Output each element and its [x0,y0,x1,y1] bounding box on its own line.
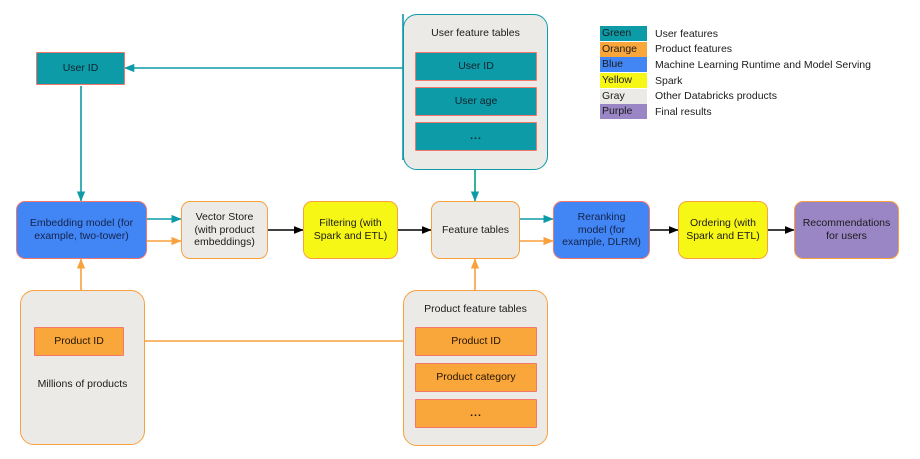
chip-product-feature-product-id[interactable]: Product ID [415,327,537,356]
node-label: Ordering (with Spark and ETL) [681,217,765,243]
legend-row-purple: Purple Final results [600,104,871,120]
chip-label: Product ID [451,335,501,348]
chip-label: ... [470,407,482,420]
node-label-line1: Embedding model (for [29,217,134,230]
node-label-line2: example, two-tower) [34,230,129,242]
chip-label: ... [470,130,482,143]
legend-desc-blue: Machine Learning Runtime and Model Servi… [655,58,871,71]
node-feature-tables[interactable]: Feature tables [431,201,520,259]
node-label-line2: Spark and ETL) [686,230,760,242]
chip-label: User age [454,95,498,108]
legend-row-yellow: Yellow Spark [600,73,871,89]
legend-desc-orange: Product features [655,43,733,56]
node-label-line2: model (for [577,223,626,236]
legend-desc-green: User features [655,27,719,40]
legend-swatch-orange: Orange [600,41,647,57]
node-embedding-model[interactable]: Embedding model (for example, two-tower) [16,201,147,259]
node-label-line3: example, DLRM) [562,236,641,249]
legend-swatch-yellow: Yellow [600,73,647,89]
node-label-line1: Ordering (with [690,217,756,230]
legend: Green User features Orange Product featu… [600,26,871,120]
chip-product-feature-category[interactable]: Product category [415,363,537,392]
node-label: Filtering (with Spark and ETL) [309,217,393,243]
node-recommendations[interactable]: Recommendations for users [794,201,899,259]
legend-swatch-blue: Blue [600,57,647,73]
node-label-line2: Spark and ETL) [313,230,388,242]
legend-row-green: Green User features [600,26,871,42]
node-label: Feature tables [441,223,510,236]
node-label-line1: Filtering (with [319,217,382,230]
panel-millions-of-products [20,290,145,445]
node-label: Reranking model (for example, DLRM) [557,211,646,249]
node-reranking-model[interactable]: Reranking model (for example, DLRM) [553,201,650,259]
chip-user-feature-more[interactable]: ... [415,122,537,151]
chip-product-feature-more[interactable]: ... [415,399,537,428]
wire-userfeature-to-userid [124,14,416,160]
node-filtering[interactable]: Filtering (with Spark and ETL) [303,201,398,259]
node-label: Recommendations for users [798,217,896,243]
node-label-line1: Recommendations [802,217,891,230]
chip-label: User ID [458,60,494,73]
chip-label: Product ID [54,335,104,348]
legend-desc-yellow: Spark [655,74,683,87]
chip-user-id-source[interactable]: User ID [36,52,125,85]
node-ordering[interactable]: Ordering (with Spark and ETL) [678,201,768,259]
node-vector-store[interactable]: Vector Store (with product embeddings) [181,201,268,259]
legend-swatch-green: Green [600,26,647,42]
legend-row-orange: Orange Product features [600,41,871,58]
node-label-line2: (with product [194,223,255,236]
panel-user-feature-tables-title: User feature tables [431,27,520,39]
chip-user-feature-user-age[interactable]: User age [415,87,537,116]
legend-desc-purple: Final results [655,105,712,118]
chip-label: User ID [62,62,99,75]
legend-row-gray: Gray Other Databricks products [600,88,871,104]
chip-user-feature-user-id[interactable]: User ID [415,52,537,81]
panel-millions-of-products-caption: Millions of products [37,378,128,390]
chip-product-id-source[interactable]: Product ID [34,327,124,356]
panel-product-feature-tables-title: Product feature tables [424,303,527,315]
legend-swatch-purple: Purple [600,104,647,120]
node-label-line2: for users [826,230,867,242]
chip-label: Product category [436,371,516,384]
legend-desc-gray: Other Databricks products [655,90,777,103]
node-label: Vector Store (with product embeddings) [189,211,260,249]
node-label-line3: embeddings) [194,236,255,249]
node-label-line1: Vector Store [195,210,254,223]
legend-row-blue: Blue Machine Learning Runtime and Model … [600,57,871,73]
legend-swatch-gray: Gray [600,88,647,104]
node-label-line1: Reranking [577,210,626,223]
node-label: Embedding model (for example, two-tower) [25,217,138,243]
